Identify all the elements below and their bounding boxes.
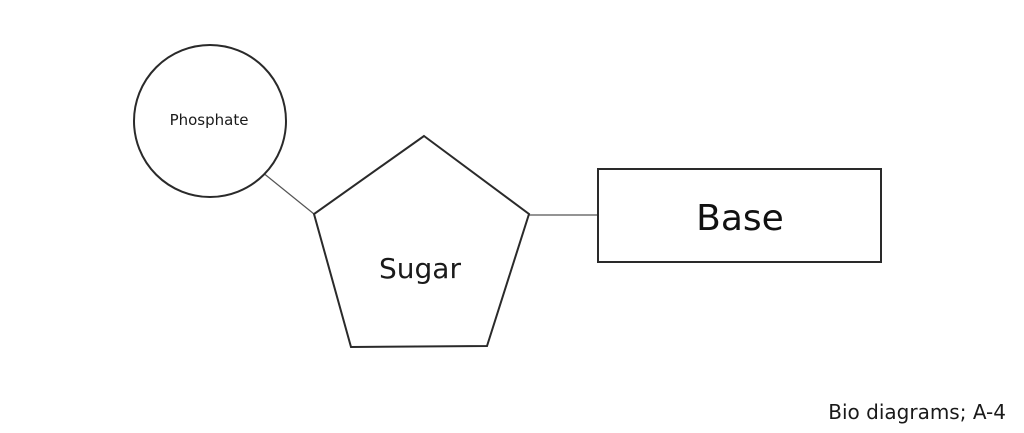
phosphate-node: Phosphate (133, 44, 287, 198)
base-node: Base (597, 168, 882, 263)
base-rectangle (597, 168, 882, 263)
connector-phosphate-sugar (261, 171, 315, 215)
caption: Bio diagrams; A-4 (828, 400, 1006, 424)
phosphate-label: Phosphate (170, 111, 249, 129)
sugar-pentagon (312, 134, 531, 349)
sugar-label: Sugar (379, 252, 461, 285)
sugar-node: Sugar (312, 134, 531, 349)
phosphate-circle (133, 44, 287, 198)
base-label: Base (696, 198, 784, 239)
